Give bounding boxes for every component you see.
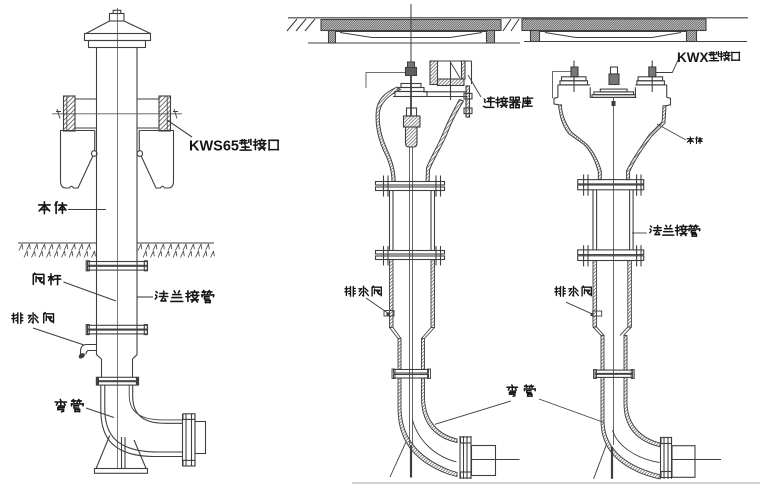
svg-text:KWS65: KWS65: [189, 139, 239, 155]
svg-text:KWX: KWX: [677, 50, 709, 65]
